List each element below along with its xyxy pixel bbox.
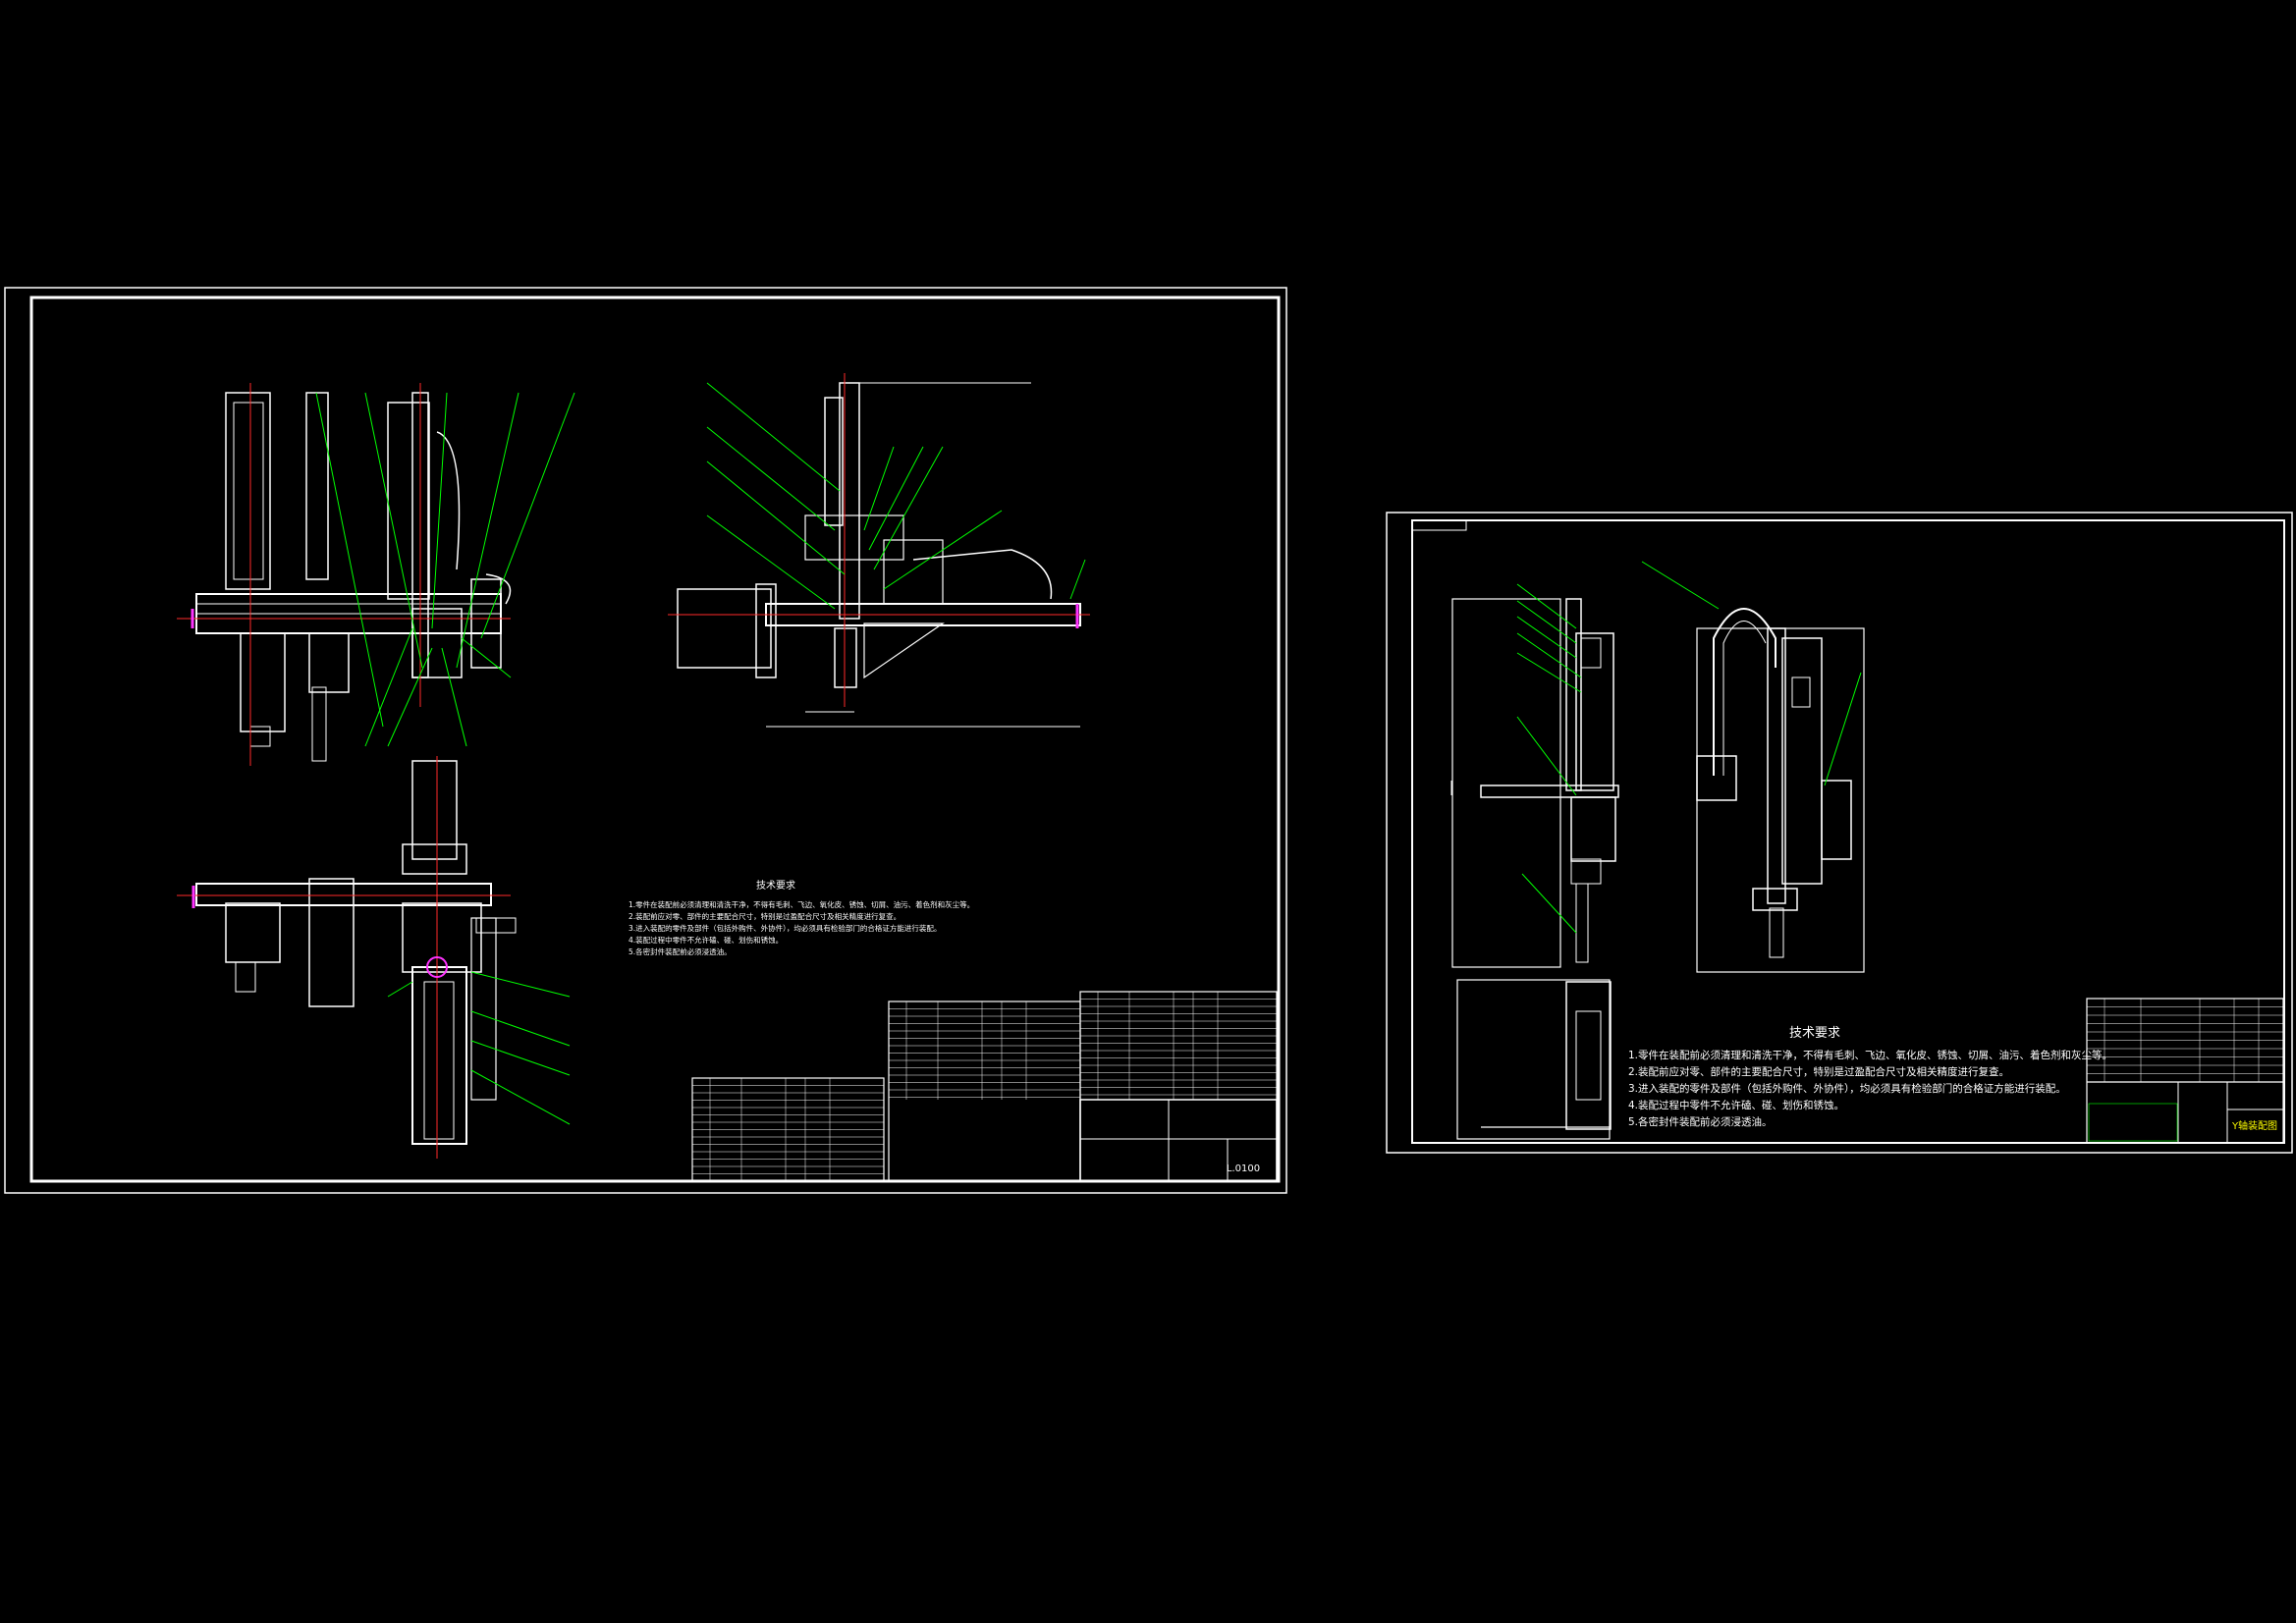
sheet-a: 技术要求 1.零件在装配前必须清理和清洗干净，不得有毛刺、飞边、氧化皮、锈蚀、切…: [4, 287, 1287, 1194]
tech-line-a-5: 5.各密封件装配前必须浸透油。: [629, 947, 732, 956]
tech-line-b-4: 4.装配过程中零件不允许磕、碰、划伤和锈蚀。: [1628, 1099, 1844, 1111]
tech-line-b-1: 1.零件在装配前必须清理和清洗干净，不得有毛刺、飞边、氧化皮、锈蚀、切屑、油污、…: [1628, 1049, 2112, 1061]
tech-line-a-4: 4.装配过程中零件不允许磕、碰、划伤和锈蚀。: [629, 935, 783, 945]
tech-line-a-2: 2.装配前应对零、部件的主要配合尺寸，特别是过盈配合尺寸及相关精度进行复查。: [629, 911, 901, 921]
title-block-name-b: Y轴装配图: [2231, 1119, 2277, 1132]
tech-requirements-b: 技术要求 1.零件在装配前必须清理和清洗干净，不得有毛刺、飞边、氧化皮、锈蚀、切…: [1628, 1026, 2112, 1128]
tech-requirements-a: 技术要求 1.零件在装配前必须清理和清洗干净，不得有毛刺、飞边、氧化皮、锈蚀、切…: [629, 879, 974, 956]
side-view: [668, 373, 1090, 728]
tech-line-a-1: 1.零件在装配前必须清理和清洗干净，不得有毛刺、飞边、氧化皮、锈蚀、切屑、油污、…: [629, 899, 974, 909]
title-block-b: Y轴装配图: [2086, 998, 2284, 1144]
tech-title-a: 技术要求: [756, 879, 795, 892]
y-axis-left-view: [1450, 583, 1619, 968]
tech-line-b-3: 3.进入装配的零件及部件（包括外购件、外协件），均必须具有检验部门的合格证方能进…: [1628, 1082, 2066, 1095]
top-view: [177, 756, 571, 1159]
bom-table-a: L.0100: [691, 991, 1278, 1182]
sheet-b: 技术要求 1.零件在装配前必须清理和清洗干净，不得有毛刺、飞边、氧化皮、锈蚀、切…: [1386, 512, 2293, 1154]
y-axis-right-view: [1641, 561, 1865, 973]
tech-line-b-2: 2.装配前应对零、部件的主要配合尺寸，特别是过盈配合尺寸及相关精度进行复查。: [1628, 1065, 2009, 1078]
front-view: [177, 383, 575, 766]
tech-title-b: 技术要求: [1789, 1026, 1840, 1041]
tech-line-a-3: 3.进入装配的零件及部件（包括外购件、外协件），均必须具有检验部门的合格证方能进…: [629, 923, 941, 933]
y-axis-lower-view: [1456, 979, 1612, 1140]
drawing-number-a: L.0100: [1227, 1163, 1260, 1174]
tech-line-b-5: 5.各密封件装配前必须浸透油。: [1628, 1115, 1773, 1128]
